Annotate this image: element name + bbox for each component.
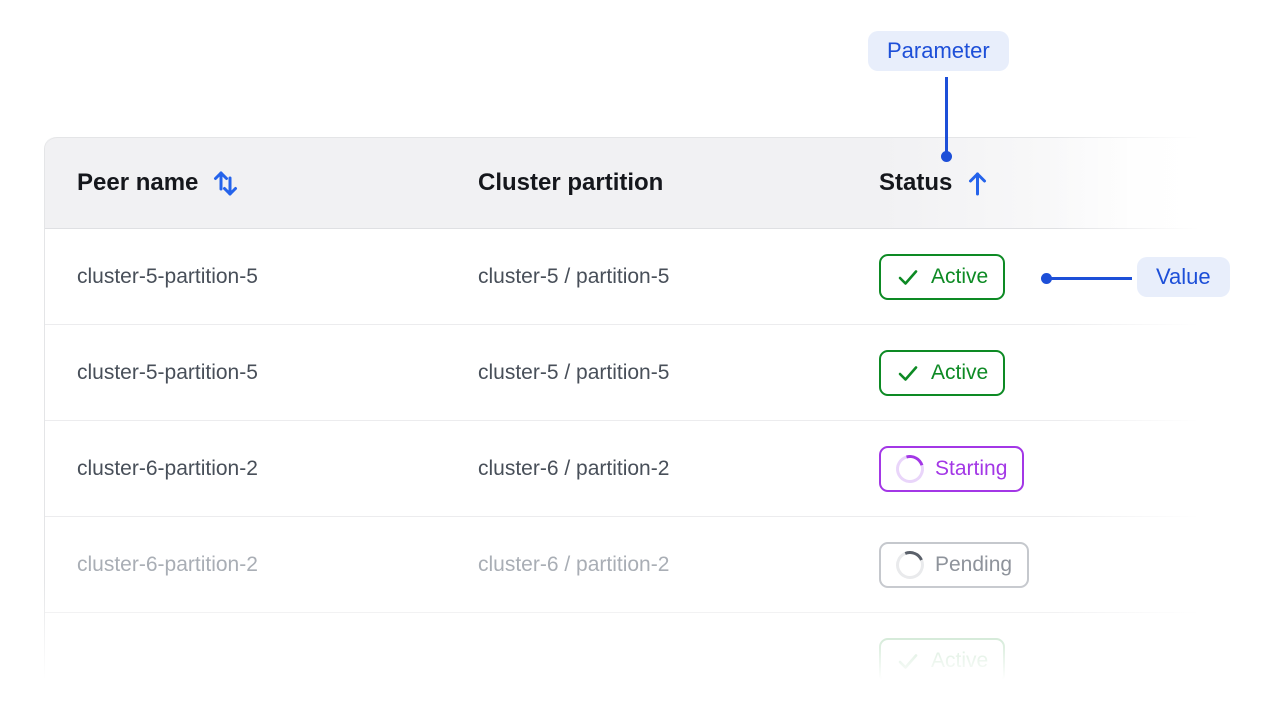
sort-both-icon [212, 169, 239, 198]
column-header-peer-name-label: Peer name [77, 169, 199, 196]
peer-name-cell: cluster-5-partition-5 [77, 360, 258, 384]
spinner-icon [891, 449, 929, 488]
status-label: Pending [935, 552, 1013, 576]
status-label: Starting [935, 456, 1008, 480]
table-row: cluster-6-partition-2 cluster-6 / partit… [45, 421, 1209, 517]
status-badge: Active [879, 349, 1006, 396]
status-badge: Pending [879, 541, 1030, 588]
table-body: cluster-5-partition-5 cluster-5 / partit… [45, 229, 1209, 708]
cluster-partition-cell: cluster-5 / partition-5 [478, 264, 670, 288]
check-icon [896, 265, 920, 289]
cluster-partition-cell: cluster-6 / partition-2 [478, 456, 670, 480]
value-annotation-text: Value [1156, 264, 1211, 289]
status-label: Active [931, 360, 989, 384]
status-label: Active [931, 264, 989, 288]
value-annotation-label: Value [1137, 257, 1230, 297]
peer-name-cell: cluster-5-partition-5 [77, 264, 258, 288]
status-badge: Active [879, 253, 1006, 300]
parameter-connector-dot [941, 151, 952, 162]
parameter-annotation-label: Parameter [868, 31, 1009, 71]
table-row: Active [45, 613, 1209, 708]
status-badge: Starting [879, 445, 1025, 492]
column-header-cluster-partition[interactable]: Cluster partition [478, 169, 879, 197]
check-icon [896, 649, 920, 673]
spinner-icon [891, 546, 929, 583]
check-icon [896, 361, 920, 385]
status-label: Active [931, 648, 989, 672]
parameter-connector-line [945, 77, 948, 153]
table-row: cluster-6-partition-2 cluster-6 / partit… [45, 517, 1209, 613]
cluster-partition-cell: cluster-6 / partition-2 [478, 552, 670, 576]
status-badge: Active [879, 637, 1006, 684]
value-connector-dot [1041, 273, 1052, 284]
table-row: cluster-5-partition-5 cluster-5 / partit… [45, 325, 1209, 421]
column-header-status-label: Status [879, 169, 953, 196]
column-header-cluster-partition-label: Cluster partition [478, 169, 664, 196]
peers-table: Peer name Cluster partition Status clust… [44, 137, 1209, 688]
parameter-annotation-text: Parameter [887, 38, 990, 63]
value-connector-line [1050, 277, 1132, 280]
table-row: cluster-5-partition-5 cluster-5 / partit… [45, 229, 1209, 325]
column-header-peer-name[interactable]: Peer name [45, 169, 478, 198]
peer-name-cell: cluster-6-partition-2 [77, 552, 258, 576]
cluster-partition-cell: cluster-5 / partition-5 [478, 360, 670, 384]
peer-name-cell: cluster-6-partition-2 [77, 456, 258, 480]
table-header-row: Peer name Cluster partition Status [45, 137, 1209, 229]
sort-ascending-icon [966, 170, 989, 197]
column-header-status[interactable]: Status [879, 169, 1209, 197]
